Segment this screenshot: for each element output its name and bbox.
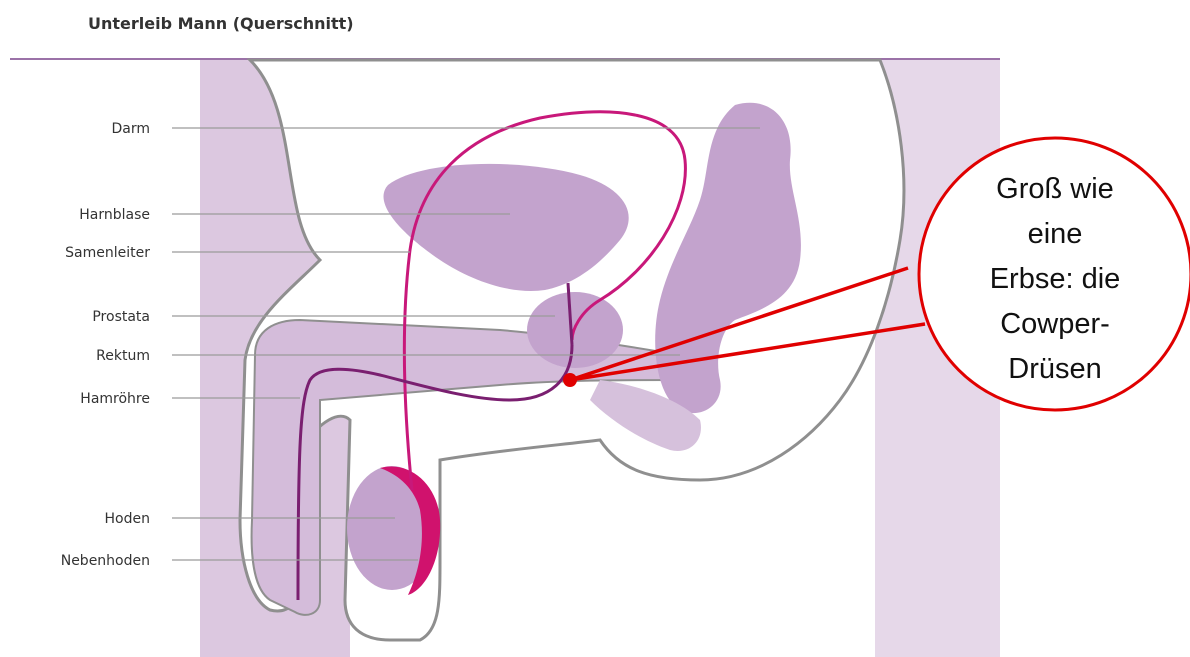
label-harnblase: Harnblase [79, 207, 150, 223]
label-harnroehre: Hamröhre [80, 391, 150, 407]
callout-line-3: Erbse: die [990, 263, 1121, 295]
diagram-title: Unterleib Mann (Querschnitt) [88, 14, 354, 33]
callout-line-4: Cowper- [1000, 308, 1110, 340]
cowper-druesen-marker [563, 373, 577, 387]
label-prostata: Prostata [92, 309, 150, 325]
callout-line-5: Drüsen [1008, 353, 1102, 385]
label-nebenhoden: Nebenhoden [61, 553, 150, 569]
label-hoden: Hoden [105, 511, 150, 527]
label-samenleiter: Samenleiter [65, 245, 150, 261]
callout-line-1: Groß wie [996, 173, 1114, 205]
callout-line-2: eine [1028, 218, 1083, 250]
label-rektum: Rektum [96, 348, 150, 364]
label-darm: Darm [111, 121, 150, 137]
